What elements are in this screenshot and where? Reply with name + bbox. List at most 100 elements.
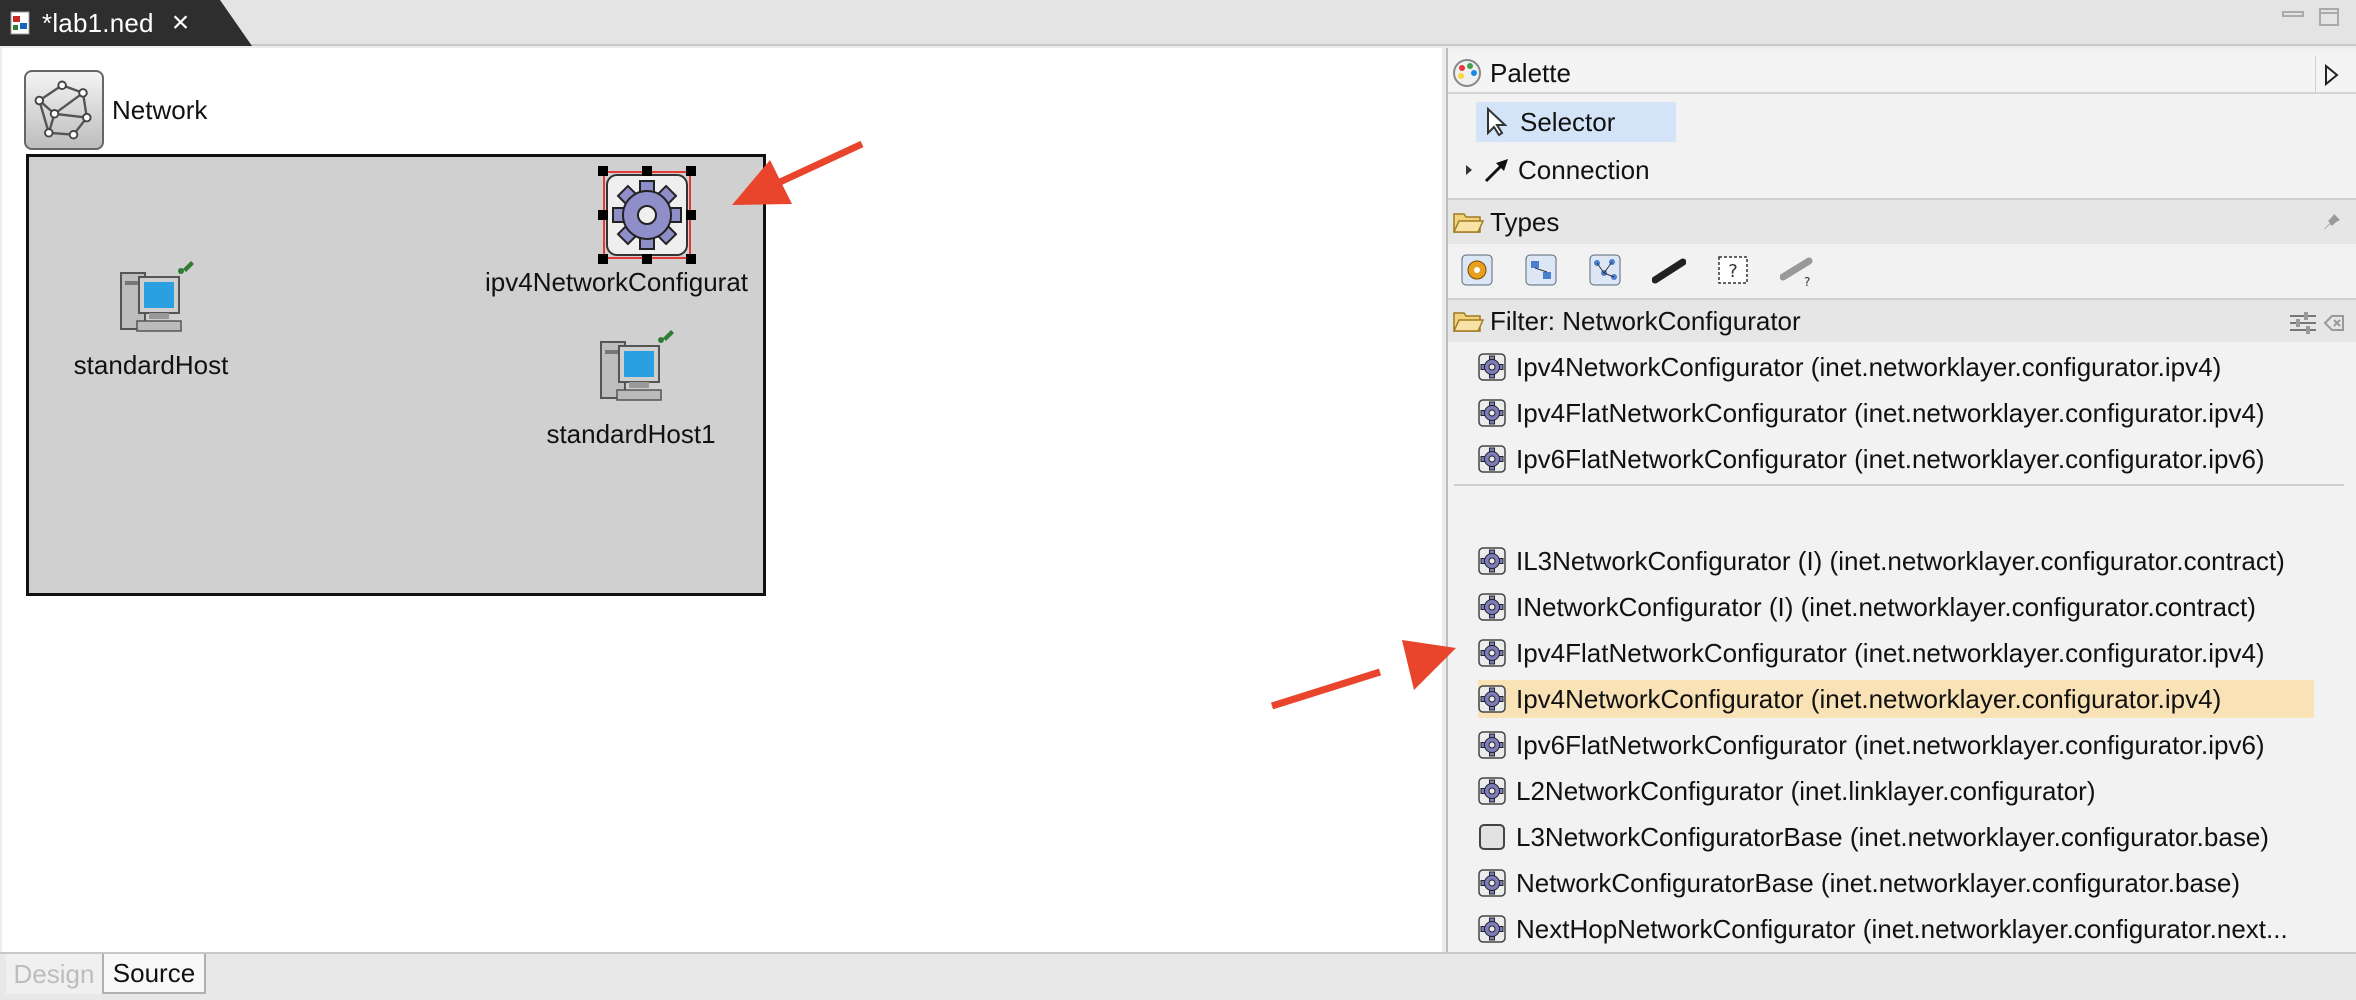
gear-icon (1478, 639, 1506, 667)
palette-tool-selector[interactable]: Selector (1476, 102, 1676, 142)
resize-handle[interactable] (686, 254, 696, 264)
palette-tool-connection[interactable]: Connection (1448, 150, 2356, 190)
palette-type-item[interactable]: NetworkConfiguratorBase (inet.networklay… (1478, 864, 2344, 902)
node-label: ipv4NetworkConfigurat (485, 267, 749, 297)
selected-submodule[interactable] (598, 166, 696, 264)
list-divider (1454, 484, 2344, 486)
types-drawer-header[interactable]: Types (1448, 198, 2356, 244)
gear-icon (1478, 869, 1506, 897)
editor-tab-title: *lab1.ned (42, 7, 154, 38)
cursor-arrow-icon (1487, 107, 1508, 137)
palette-type-label: NetworkConfiguratorBase (inet.networklay… (1516, 867, 2241, 898)
network-icon[interactable] (24, 70, 104, 150)
connection-arrow-icon (1484, 159, 1508, 183)
palette-type-label: Ipv4FlatNetworkConfigurator (inet.networ… (1516, 397, 2265, 428)
editor-tab-lab1[interactable]: *lab1.ned × (0, 0, 252, 46)
minimize-icon[interactable] (2280, 6, 2306, 28)
palette-type-item[interactable]: L2NetworkConfigurator (inet.linklayer.co… (1478, 772, 2344, 810)
gear-icon (1478, 777, 1506, 805)
network-compound-module[interactable]: standardHost (26, 154, 766, 596)
node-label: standardHost1 (546, 419, 716, 449)
gear-icon (1478, 593, 1506, 621)
selection-border (603, 171, 691, 259)
maximize-icon[interactable] (2316, 6, 2342, 28)
palette-type-label: IL3NetworkConfigurator (I) (inet.network… (1516, 545, 2285, 576)
gear-icon (1478, 399, 1506, 427)
types-toolbar: ? ? (1460, 252, 1844, 289)
gear-icon (1478, 547, 1506, 575)
filter-settings-icon[interactable] (2288, 310, 2318, 336)
folder-open-icon (1452, 213, 1484, 233)
svg-text:?: ? (1728, 261, 1738, 282)
palette-type-label: Ipv6FlatNetworkConfigurator (inet.networ… (1516, 443, 2265, 474)
palette-icon (1453, 59, 1481, 87)
resize-handle[interactable] (642, 254, 652, 264)
folder-open-icon (1452, 312, 1484, 332)
clear-filter-icon[interactable] (2322, 310, 2346, 336)
design-canvas[interactable]: Network standardHost (2, 48, 1442, 952)
gear-icon (1478, 915, 1506, 943)
palette-type-label: Ipv6FlatNetworkConfigurator (inet.networ… (1516, 729, 2265, 760)
close-icon[interactable]: × (171, 6, 190, 39)
filter-drawer-header[interactable]: Filter: NetworkConfigurator (1448, 298, 2356, 342)
palette-type-item[interactable]: Ipv4FlatNetworkConfigurator (inet.networ… (1478, 394, 2344, 432)
palette-type-label: INetworkConfigurator (I) (inet.networkla… (1516, 591, 2256, 622)
selector-label: Selector (1520, 106, 1616, 137)
palette-type-item[interactable]: INetworkConfigurator (I) (inet.networkla… (1478, 588, 2344, 626)
collapse-palette-icon[interactable] (2322, 64, 2340, 86)
simple-module-icon[interactable] (1460, 253, 1494, 287)
node-standard-host1[interactable]: standardHost1 (531, 324, 731, 450)
gear-icon (1478, 685, 1506, 713)
network-type-icon[interactable] (1588, 253, 1622, 287)
palette-type-label: Ipv4FlatNetworkConfigurator (inet.networ… (1516, 637, 2265, 668)
compound-module-icon[interactable] (1524, 253, 1558, 287)
resize-handle[interactable] (642, 166, 652, 176)
filter-tools (2288, 310, 2346, 336)
resize-handle[interactable] (598, 254, 608, 264)
tab-source[interactable]: Source (102, 954, 206, 994)
palette-header[interactable]: Palette (1448, 54, 2356, 94)
node-label: standardHost (73, 350, 229, 380)
connection-label: Connection (1518, 154, 1650, 185)
resize-handle[interactable] (598, 166, 608, 176)
gear-icon (1478, 445, 1506, 473)
resize-handle[interactable] (598, 210, 608, 220)
channel-interface-icon[interactable]: ? (1779, 253, 1814, 289)
computer-icon (120, 261, 194, 332)
expand-arrow-icon[interactable] (1462, 163, 1476, 177)
palette-type-item[interactable]: Ipv6FlatNetworkConfigurator (inet.networ… (1478, 440, 2344, 478)
palette-type-item[interactable]: Ipv4NetworkConfigurator (inet.networklay… (1478, 680, 2314, 718)
ned-file-icon (10, 11, 30, 35)
resize-handle[interactable] (686, 210, 696, 220)
editor-tab-bar: *lab1.ned × (0, 0, 2356, 46)
palette-type-label: L2NetworkConfigurator (inet.linklayer.co… (1516, 775, 2096, 806)
palette-type-item[interactable]: L3NetworkConfiguratorBase (inet.networkl… (1478, 818, 2344, 856)
palette-type-item[interactable]: Ipv4FlatNetworkConfigurator (inet.networ… (1478, 634, 2344, 672)
filter-label: Filter: NetworkConfigurator (1490, 305, 1801, 336)
editor-mode-tabs: Design Source (0, 952, 2356, 1000)
channel-icon[interactable] (1651, 253, 1687, 287)
box-icon (1479, 824, 1505, 850)
palette-type-label: NextHopNetworkConfigurator (inet.network… (1516, 913, 2288, 944)
svg-text:?: ? (1804, 275, 1810, 287)
resize-handle[interactable] (686, 166, 696, 176)
palette-title: Palette (1490, 57, 1571, 88)
palette-type-item[interactable]: IL3NetworkConfigurator (I) (inet.network… (1478, 542, 2344, 580)
palette-panel: Palette Selector Connection Types (1446, 48, 2356, 952)
palette-type-item[interactable]: Ipv6FlatNetworkConfigurator (inet.networ… (1478, 726, 2344, 764)
node-standard-host[interactable]: standardHost (51, 255, 251, 381)
palette-type-label: Ipv4NetworkConfigurator (inet.networklay… (1516, 683, 2222, 714)
pin-icon[interactable] (2322, 212, 2342, 232)
divider (2315, 56, 2316, 92)
network-type-header: Network (24, 70, 207, 150)
types-label: Types (1490, 206, 1560, 237)
palette-type-item[interactable]: NextHopNetworkConfigurator (inet.network… (1478, 910, 2344, 948)
palette-type-label: Ipv4NetworkConfigurator (inet.networklay… (1516, 351, 2222, 382)
gear-icon (1478, 731, 1506, 759)
gear-icon (1478, 353, 1506, 381)
palette-type-item[interactable]: Ipv4NetworkConfigurator (inet.networklay… (1478, 348, 2344, 386)
network-label: Network (112, 94, 208, 125)
interface-icon[interactable]: ? (1716, 253, 1750, 287)
palette-type-label: L3NetworkConfiguratorBase (inet.networkl… (1516, 821, 2269, 852)
tab-design[interactable]: Design (6, 954, 102, 994)
